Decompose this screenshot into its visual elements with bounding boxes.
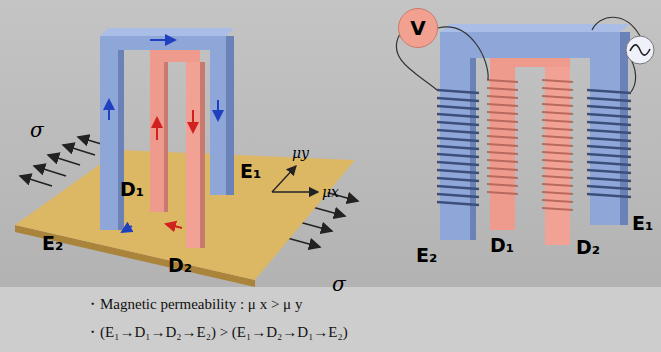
node-text: V	[410, 16, 425, 40]
pink-core	[150, 42, 206, 248]
stress-symbol: σ	[332, 272, 346, 296]
axes	[272, 166, 318, 192]
node-text: ・Magnetic permeability : μ x > μ y	[85, 295, 302, 314]
blue-core-coils	[437, 24, 631, 240]
axis-label: μy	[292, 145, 309, 161]
blue-core	[100, 28, 234, 230]
stress-symbol: σ	[30, 118, 44, 142]
core-label: E₁	[632, 212, 653, 234]
axis-label: μx	[322, 184, 339, 200]
core-label: E₂	[416, 244, 437, 266]
flux-arrows	[109, 40, 218, 232]
core-label: D₁	[120, 178, 144, 200]
core-label: E₁	[240, 160, 261, 182]
core-label: D₁	[490, 234, 514, 256]
plate	[15, 150, 355, 280]
ac-source	[626, 36, 654, 64]
note-band: ・Magnetic permeability : μ x > μ y ・(E₁→D…	[0, 287, 661, 352]
voltmeter-circle: V	[398, 8, 438, 48]
core-label: E₂	[42, 232, 63, 254]
pink-core-coils	[487, 38, 578, 245]
core-label: D₂	[576, 236, 600, 258]
node-text: ・(E₁→D₁→D₂→E₂) > (E₁→D₂→D₁→E₂)	[85, 323, 348, 342]
core-label: D₂	[168, 254, 192, 276]
